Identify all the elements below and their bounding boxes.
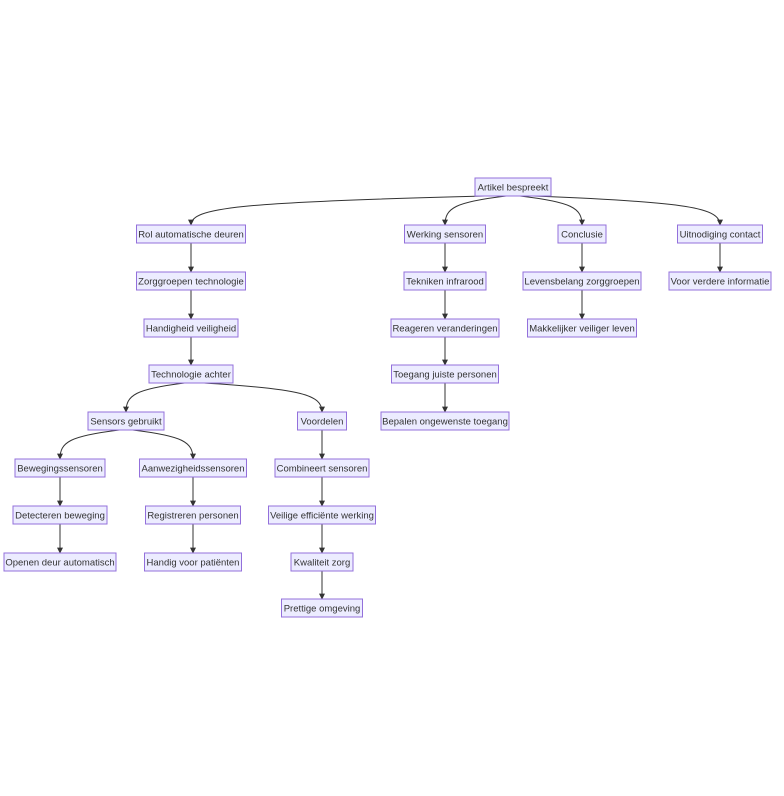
node-label-rol: Rol automatische deuren <box>138 229 244 240</box>
edge-root-to-uitnodiging <box>533 195 723 226</box>
node-label-voorverdere: Voor verdere informatie <box>671 276 770 287</box>
node-label-kwaliteit: Kwaliteit zorg <box>294 557 351 568</box>
node-box-bepalen <box>380 411 510 431</box>
node-label-detecteren: Detecteren beweging <box>15 510 105 521</box>
node-box-root <box>474 177 552 197</box>
edge-root-to-rol <box>188 195 486 226</box>
node-werking: Werking sensoren <box>404 224 486 244</box>
node-box-voorverdere <box>668 271 772 291</box>
node-label-toegang: Toegang juiste personen <box>393 369 497 380</box>
node-label-technologie: Technologie achter <box>151 369 231 380</box>
node-voordelen: Voordelen <box>297 411 347 431</box>
node-combineert: Combineert sensoren <box>274 458 370 478</box>
node-box-toegang <box>391 364 499 384</box>
node-zorggroepen: Zorggroepen technologie <box>136 271 246 291</box>
node-label-aanwezig: Aanwezigheidssensoren <box>142 463 245 474</box>
node-label-reageren: Reageren veranderingen <box>392 323 497 334</box>
node-box-detecteren <box>12 505 108 525</box>
node-box-aanwezig <box>139 458 247 478</box>
node-label-werking: Werking sensoren <box>407 229 483 240</box>
node-voorverdere: Voor verdere informatie <box>668 271 772 291</box>
node-label-sensors: Sensors gebruikt <box>90 416 162 427</box>
node-sensors: Sensors gebruikt <box>87 411 165 431</box>
node-openen: Openen deur automatisch <box>3 552 117 572</box>
node-box-voordelen <box>297 411 347 431</box>
node-tekniken: Tekniken infrarood <box>403 271 487 291</box>
node-label-makkelijker: Makkelijker veiliger leven <box>529 323 635 334</box>
node-label-registreren: Registreren personen <box>147 510 238 521</box>
edge-root-to-conclusie <box>519 195 585 226</box>
node-box-conclusie <box>557 224 607 244</box>
node-box-handigheid <box>143 318 239 338</box>
edge-root-to-werking <box>442 195 507 226</box>
edge-sensors-to-beweging <box>57 429 120 460</box>
node-label-uitnodiging: Uitnodiging contact <box>680 229 761 240</box>
node-bepalen: Bepalen ongewenste toegang <box>380 411 510 431</box>
node-root: Artikel bespreekt <box>474 177 552 197</box>
node-box-beweging <box>14 458 106 478</box>
node-toegang: Toegang juiste personen <box>391 364 499 384</box>
node-prettige: Prettige omgeving <box>281 598 363 618</box>
node-veilige: Veilige efficiënte werking <box>268 505 376 525</box>
node-label-conclusie: Conclusie <box>561 229 603 240</box>
node-handigheid: Handigheid veiligheid <box>143 318 239 338</box>
edge-sensors-to-aanwezig <box>132 429 196 460</box>
node-label-prettige: Prettige omgeving <box>284 603 361 614</box>
node-box-sensors <box>87 411 165 431</box>
node-technologie: Technologie achter <box>148 364 234 384</box>
node-detecteren: Detecteren beweging <box>12 505 108 525</box>
node-label-openen: Openen deur automatisch <box>5 557 114 568</box>
node-label-beweging: Bewegingssensoren <box>17 463 103 474</box>
node-box-uitnodiging <box>677 224 763 244</box>
node-label-root: Artikel bespreekt <box>478 182 549 193</box>
node-label-zorggroepen: Zorggroepen technologie <box>138 276 244 287</box>
node-box-werking <box>404 224 486 244</box>
node-label-handigheid: Handigheid veiligheid <box>146 323 236 334</box>
node-box-registreren <box>145 505 241 525</box>
node-box-zorggroepen <box>136 271 246 291</box>
edge-technologie-to-voordelen <box>204 382 325 413</box>
node-registreren: Registreren personen <box>145 505 241 525</box>
node-makkelijker: Makkelijker veiliger leven <box>527 318 637 338</box>
node-levensbelang: Levensbelang zorggroepen <box>522 271 642 291</box>
node-reageren: Reageren veranderingen <box>390 318 500 338</box>
node-handig: Handig voor patiënten <box>144 552 242 572</box>
node-box-levensbelang <box>522 271 642 291</box>
node-label-levensbelang: Levensbelang zorggroepen <box>524 276 639 287</box>
edge-technologie-to-sensors <box>123 382 185 413</box>
node-box-veilige <box>268 505 376 525</box>
node-conclusie: Conclusie <box>557 224 607 244</box>
node-rol: Rol automatische deuren <box>136 224 246 244</box>
node-box-reageren <box>390 318 500 338</box>
node-kwaliteit: Kwaliteit zorg <box>290 552 354 572</box>
node-aanwezig: Aanwezigheidssensoren <box>139 458 247 478</box>
node-label-handig: Handig voor patiënten <box>147 557 240 568</box>
edges-layer <box>57 195 723 600</box>
node-label-veilige: Veilige efficiënte werking <box>270 510 374 521</box>
node-box-combineert <box>274 458 370 478</box>
node-box-prettige <box>281 598 363 618</box>
node-box-makkelijker <box>527 318 637 338</box>
node-uitnodiging: Uitnodiging contact <box>677 224 763 244</box>
node-beweging: Bewegingssensoren <box>14 458 106 478</box>
node-box-openen <box>3 552 117 572</box>
node-box-technologie <box>148 364 234 384</box>
node-label-tekniken: Tekniken infrarood <box>406 276 484 287</box>
node-box-handig <box>144 552 242 572</box>
node-label-bepalen: Bepalen ongewenste toegang <box>382 416 508 427</box>
node-box-tekniken <box>403 271 487 291</box>
node-box-rol <box>136 224 246 244</box>
node-label-combineert: Combineert sensoren <box>277 463 368 474</box>
node-box-kwaliteit <box>290 552 354 572</box>
node-label-voordelen: Voordelen <box>301 416 344 427</box>
